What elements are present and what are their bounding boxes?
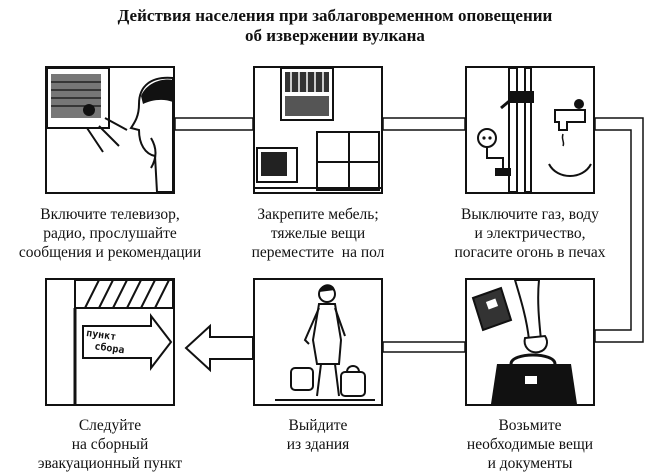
arrow-to-assembly-point	[184, 323, 254, 373]
panel-step-5	[253, 278, 383, 406]
caption-step-1-line-1: Включите телевизор,	[40, 206, 180, 223]
caption-step-5: Выйдите из здания	[218, 416, 418, 454]
assembly-point-illustration	[47, 280, 173, 404]
caption-step-3: Выключите газ, воду и электричество, пог…	[430, 205, 630, 262]
caption-step-6-line-2: на сборный	[71, 436, 149, 453]
caption-step-4-line-1: Возьмите	[498, 417, 562, 434]
panel-step-1	[45, 66, 175, 194]
caption-step-2-line-2: тяжелые вещи	[270, 225, 366, 242]
tv-listening-illustration	[47, 68, 173, 192]
take-documents-illustration	[467, 280, 593, 404]
caption-step-3-line-2: и электричество,	[474, 225, 586, 242]
caption-step-2-line-1: Закрепите мебель;	[257, 206, 379, 223]
panel-step-4	[465, 278, 595, 406]
connector-1-2	[174, 117, 254, 131]
panel-step-6: пункт сбора	[45, 278, 175, 406]
caption-step-1: Включите телевизор, радио, прослушайте с…	[10, 205, 210, 262]
caption-step-1-line-3: сообщения и рекомендации	[18, 244, 202, 261]
utilities-off-illustration	[467, 68, 593, 192]
caption-step-1-line-2: радио, прослушайте	[43, 225, 177, 242]
title-line-1: Действия населения при заблаговременном …	[117, 6, 553, 25]
caption-step-2-line-3: переместите на пол	[251, 244, 385, 261]
panel-step-2	[253, 66, 383, 194]
caption-step-3-line-1: Выключите газ, воду	[461, 206, 599, 223]
title-line-2: об извержении вулкана	[245, 26, 425, 45]
caption-step-6-line-3: эвакуационный пункт	[37, 455, 183, 472]
caption-step-5-line-1: Выйдите	[288, 417, 348, 434]
diagram-title: Действия населения при заблаговременном …	[0, 6, 670, 46]
caption-step-6-line-1: Следуйте	[78, 417, 142, 434]
connector-3-4	[594, 117, 644, 343]
furniture-illustration	[255, 68, 381, 192]
caption-step-3-line-3: погасите огонь в печах	[454, 244, 606, 261]
panel-step-3	[465, 66, 595, 194]
caption-step-2: Закрепите мебель; тяжелые вещи перемести…	[218, 205, 418, 262]
caption-step-4-line-2: необходимые вещи	[466, 436, 594, 453]
caption-step-6: Следуйте на сборный эвакуационный пункт	[10, 416, 210, 473]
assembly-sign-arrow	[82, 313, 173, 371]
caption-step-5-line-2: из здания	[286, 436, 350, 453]
leave-building-illustration	[255, 280, 381, 404]
connector-2-3	[382, 117, 466, 131]
caption-step-4-line-3: и документы	[487, 455, 573, 472]
connector-4-5	[382, 341, 466, 353]
caption-step-4: Возьмите необходимые вещи и документы	[430, 416, 630, 473]
